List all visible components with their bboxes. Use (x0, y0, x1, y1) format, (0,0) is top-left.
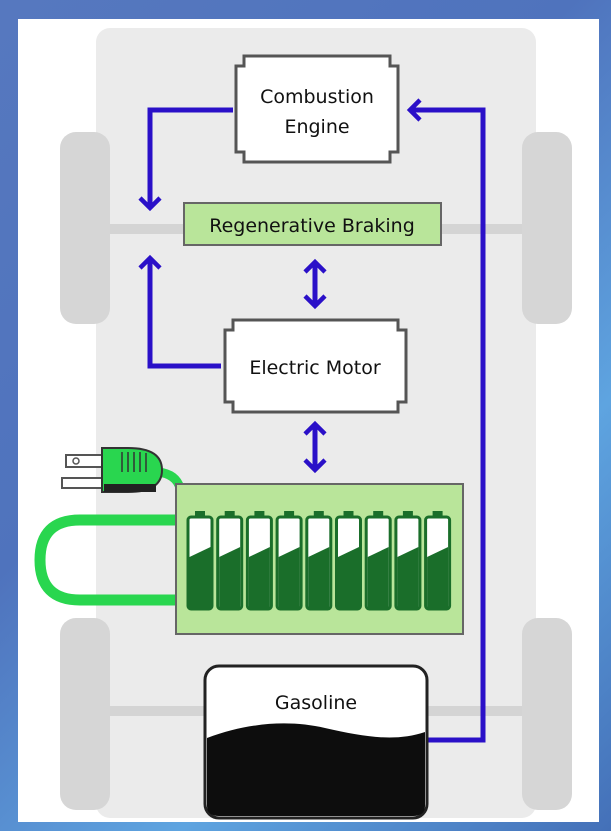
rear-left-wheel (60, 618, 110, 810)
battery-cell (275, 511, 303, 611)
battery-cell (364, 511, 392, 611)
battery-cell (424, 511, 452, 611)
battery-cell (216, 511, 244, 611)
battery-cell (186, 511, 214, 611)
battery-cell (335, 511, 362, 611)
combustion-engine-box (234, 54, 400, 164)
combustion-engine-label-line2: Engine (284, 116, 349, 138)
battery-cell (245, 511, 273, 611)
gasoline-fuel-level (207, 723, 425, 816)
combustion-engine-label-line1: Combustion (260, 86, 374, 108)
motor-to-braking-arrow (138, 254, 221, 369)
battery-cells (186, 511, 452, 611)
charging-cable (34, 514, 176, 606)
front-right-wheel (522, 132, 572, 324)
battery-cell (394, 511, 422, 611)
rear-right-wheel (522, 618, 572, 810)
battery-cell (305, 511, 333, 611)
gasoline-label: Gasoline (275, 692, 357, 714)
gasoline-to-engine-arrow (406, 98, 486, 743)
regenerative-braking-label: Regenerative Braking (209, 215, 415, 237)
electric-motor-box (223, 318, 408, 414)
electric-motor-label: Electric Motor (249, 357, 381, 379)
front-left-wheel (60, 132, 110, 324)
engine-to-braking-arrow (138, 107, 233, 212)
power-plug-icon (61, 447, 164, 493)
regenerative-braking-box (183, 202, 442, 246)
